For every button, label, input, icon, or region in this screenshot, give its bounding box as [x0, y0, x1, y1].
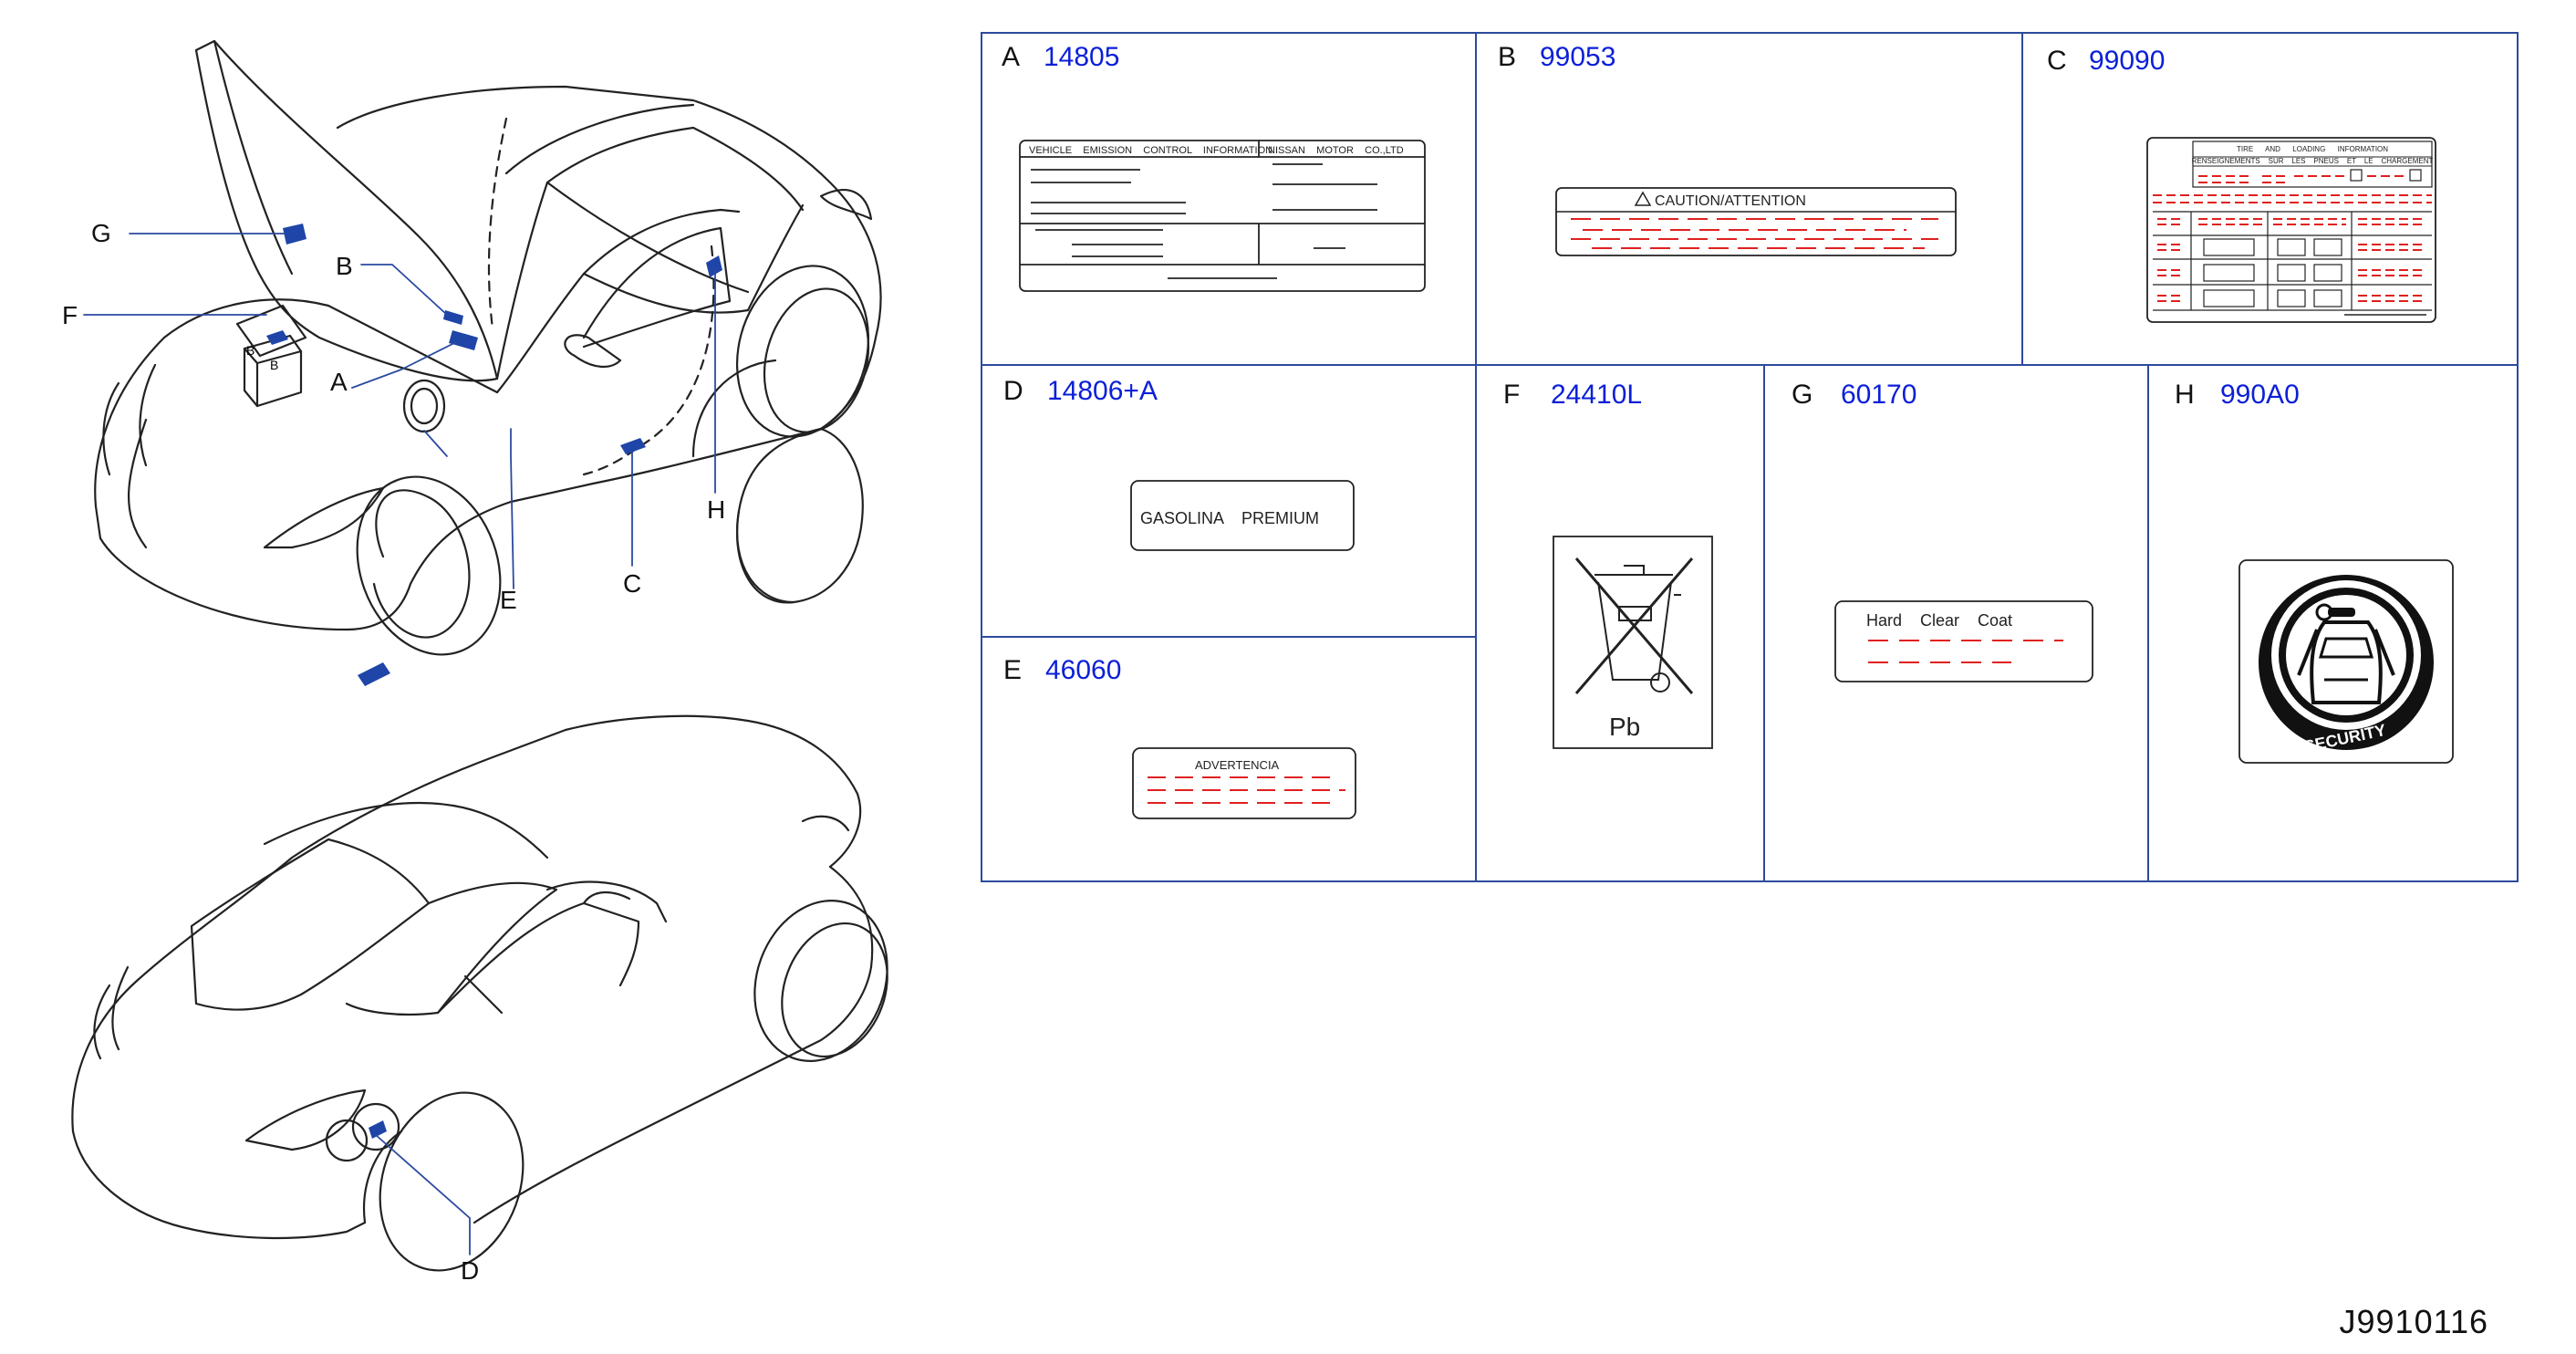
callout-c: C — [623, 569, 642, 598]
warning-label — [1132, 747, 1356, 819]
cell-c-letter: C — [2047, 46, 2067, 76]
recycle-label — [1553, 536, 1713, 749]
caution-label — [1555, 187, 1957, 256]
cell-g-part-number: 60170 — [1841, 380, 1917, 410]
paint-label — [1834, 600, 2093, 682]
cell-g-letter: G — [1792, 380, 1813, 410]
cell-f-letter: F — [1503, 380, 1521, 410]
crossed-bin-icon — [1574, 557, 1694, 694]
battery-letter-left: B — [246, 343, 255, 358]
callout-h: H — [707, 495, 726, 524]
cell-c-part-number: 99090 — [2089, 46, 2166, 76]
tire-header-top: TIRE AND LOADING INFORMATION — [2237, 145, 2388, 153]
caution-title: CAUTION/ATTENTION — [1655, 193, 1806, 209]
emission-header-right: NISSAN MOTOR CO.,LTD — [1268, 145, 1404, 156]
callout-lines-top — [83, 233, 716, 589]
recycle-label-text: Pb — [1609, 713, 1640, 741]
sticker-marker-bottom — [369, 1120, 387, 1139]
callout-e: E — [500, 586, 517, 614]
warning-triangle-icon — [1634, 191, 1652, 206]
cell-b-part-number: 99053 — [1540, 42, 1616, 72]
cell-b-letter: B — [1498, 42, 1517, 72]
paint-label-text: Hard Clear Coat — [1866, 611, 2012, 630]
callout-f: F — [62, 301, 78, 329]
cell-h-letter: H — [2175, 380, 2195, 410]
warning-title: ADVERTENCIA — [1195, 758, 1280, 772]
cell-h-part-number: 990A0 — [2220, 380, 2300, 410]
emission-header-left: VEHICLE EMISSION CONTROL INFORMATION — [1029, 145, 1272, 156]
security-label — [2238, 559, 2454, 764]
emission-control-label — [1019, 140, 1426, 292]
cell-d-part-number: 14806+A — [1047, 376, 1158, 406]
callout-d: D — [461, 1256, 480, 1285]
grid-lines — [981, 32, 2519, 882]
cell-e-letter: E — [1003, 655, 1023, 685]
cell-f-part-number: 24410L — [1551, 380, 1643, 410]
fuel-label — [1130, 480, 1355, 551]
car-top-view — [94, 39, 882, 656]
tire-header-sub: RENSEIGNEMENTS SUR LES PNEUS ET LE CHARG… — [2192, 157, 2434, 165]
cell-a-letter: A — [1002, 42, 1021, 72]
callout-g: G — [91, 219, 111, 247]
security-car-icon — [2259, 575, 2434, 750]
diagram-id: J9910116 — [2339, 1303, 2488, 1340]
car-bottom-view — [71, 714, 888, 1272]
tire-info-label — [2146, 137, 2436, 323]
vehicle-illustrations — [71, 39, 888, 1272]
callout-lines-bottom — [375, 1134, 471, 1255]
cell-d-letter: D — [1003, 376, 1023, 406]
cell-a-part-number: 14805 — [1044, 42, 1120, 72]
callout-b: B — [336, 252, 353, 280]
fuel-label-text: GASOLINA PREMIUM — [1140, 509, 1319, 527]
cell-e-part-number: 46060 — [1045, 655, 1122, 685]
callout-a: A — [330, 368, 348, 396]
sticker-markers-top — [266, 224, 722, 686]
battery-letter-right: B — [270, 358, 279, 372]
